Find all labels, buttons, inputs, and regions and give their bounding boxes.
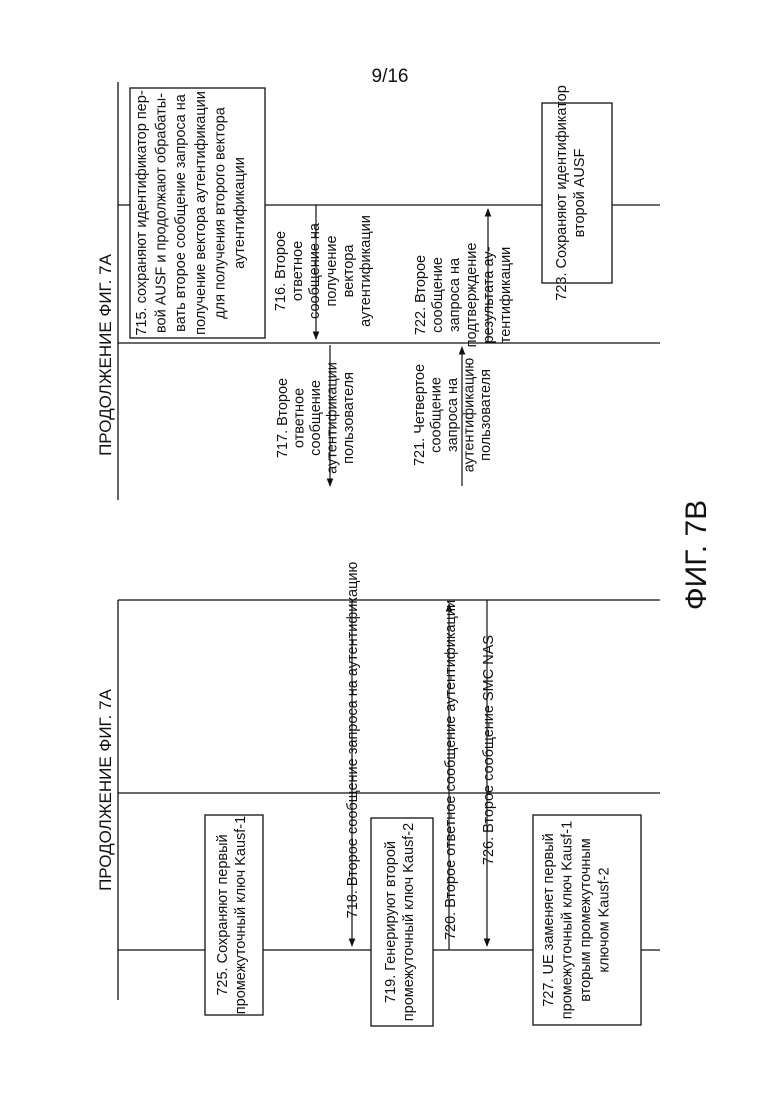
step-722-text-line: 722. Второе <box>413 255 429 335</box>
step-727-text-line: 727. UE заменяет первый <box>541 833 557 1006</box>
step-722-text-line: сообщение <box>430 257 446 333</box>
step-718-text-line: 718. Второе сообщение запроса на аутенти… <box>345 562 361 919</box>
step-722-text: 722. Второесообщениезапроса наподтвержде… <box>413 243 514 348</box>
step-722-text-line: подтверждение <box>464 243 480 348</box>
step-715-text-line: вать второе сообщение запроса на <box>173 93 189 332</box>
step-717-text-line: 717. Второе <box>275 378 291 458</box>
step-719-text-line: промежуточный ключ Kausf-2 <box>401 823 417 1021</box>
step-717-text-line: аутентификации <box>325 362 341 474</box>
step-727-text-line: промежуточный ключ Kausf-1 <box>560 821 576 1019</box>
step-716-text: 716. Второеответноесообщение наполучение… <box>273 215 374 327</box>
step-717-text-line: сообщение <box>308 380 324 456</box>
figure-label: ФИГ. 7В <box>680 500 713 610</box>
step-718-text: 718. Второе сообщение запроса на аутенти… <box>345 562 361 919</box>
step-715-text-line: вой AUSF и продолжают обрабаты- <box>154 93 170 333</box>
step-717-text: 717. Второеответноесообщениеаутентификац… <box>275 362 357 474</box>
step-721-text-line: аутентификацию <box>462 358 478 473</box>
step-720-text: 720. Второе ответное сообщение аутентифи… <box>443 600 459 940</box>
step-716-text-line: вектора <box>341 244 357 298</box>
figure-label-line: ФИГ. 7В <box>680 500 713 610</box>
header-right-line: ПРОДОЛЖЕНИЕ ФИГ. 7А <box>96 253 115 456</box>
step-726-text-line: 726. Второе сообщение SMC NAS <box>481 635 497 865</box>
step-725-text-line: 725. Сохраняют первый <box>215 834 231 995</box>
step-717-text-line: пользователя <box>341 372 357 464</box>
step-717-text-line: ответное <box>292 388 308 448</box>
step-721-text-line: сообщение <box>429 377 445 453</box>
step-715-text-line: аутентификации <box>232 157 248 269</box>
step-725-text-line: промежуточный ключ Kausf-1 <box>233 816 249 1014</box>
step-715-text-line: для получения второго вектора <box>212 106 228 319</box>
step-716-text-line: получение <box>324 235 340 306</box>
step-727-text-line: ключом Kausf-2 <box>597 867 613 972</box>
step-716-text-line: аутентификации <box>358 215 374 327</box>
step-721-text: 721. Четвертоесообщениезапроса нааутенти… <box>412 358 494 473</box>
step-715-text-line: получение вектора аутентификации <box>193 91 209 335</box>
step-721-text-line: 721. Четвертое <box>412 364 428 466</box>
header-right: ПРОДОЛЖЕНИЕ ФИГ. 7А <box>96 253 115 456</box>
step-723-text-line: второй AUSF <box>572 148 588 237</box>
step-715-text-line: 715. сохраняют идентификатор пер- <box>134 90 150 335</box>
step-716-text-line: сообщение на <box>307 222 323 319</box>
step-720-text-line: 720. Второе ответное сообщение аутентифи… <box>443 600 459 940</box>
step-716-text-line: ответное <box>290 241 306 301</box>
step-716-text-line: 716. Второе <box>273 231 289 311</box>
step-722-text-line: запроса на <box>447 257 463 332</box>
header-left-line: ПРОДОЛЖЕНИЕ ФИГ. 7А <box>96 688 115 891</box>
step-722-text-line: результата ау- <box>481 246 497 343</box>
step-726-text: 726. Второе сообщение SMC NAS <box>481 635 497 865</box>
step-719-text-line: 719. Генерируют второй <box>383 841 399 1003</box>
step-727-text-line: вторым промежуточным <box>578 838 594 1002</box>
step-723-text-line: 723. Сохраняют идентификатор <box>554 85 570 301</box>
step-722-text-line: тентификации <box>498 247 514 344</box>
step-721-text-line: запроса на <box>445 377 461 452</box>
step-721-text-line: пользователя <box>478 369 494 461</box>
header-left: ПРОДОЛЖЕНИЕ ФИГ. 7А <box>96 688 115 891</box>
